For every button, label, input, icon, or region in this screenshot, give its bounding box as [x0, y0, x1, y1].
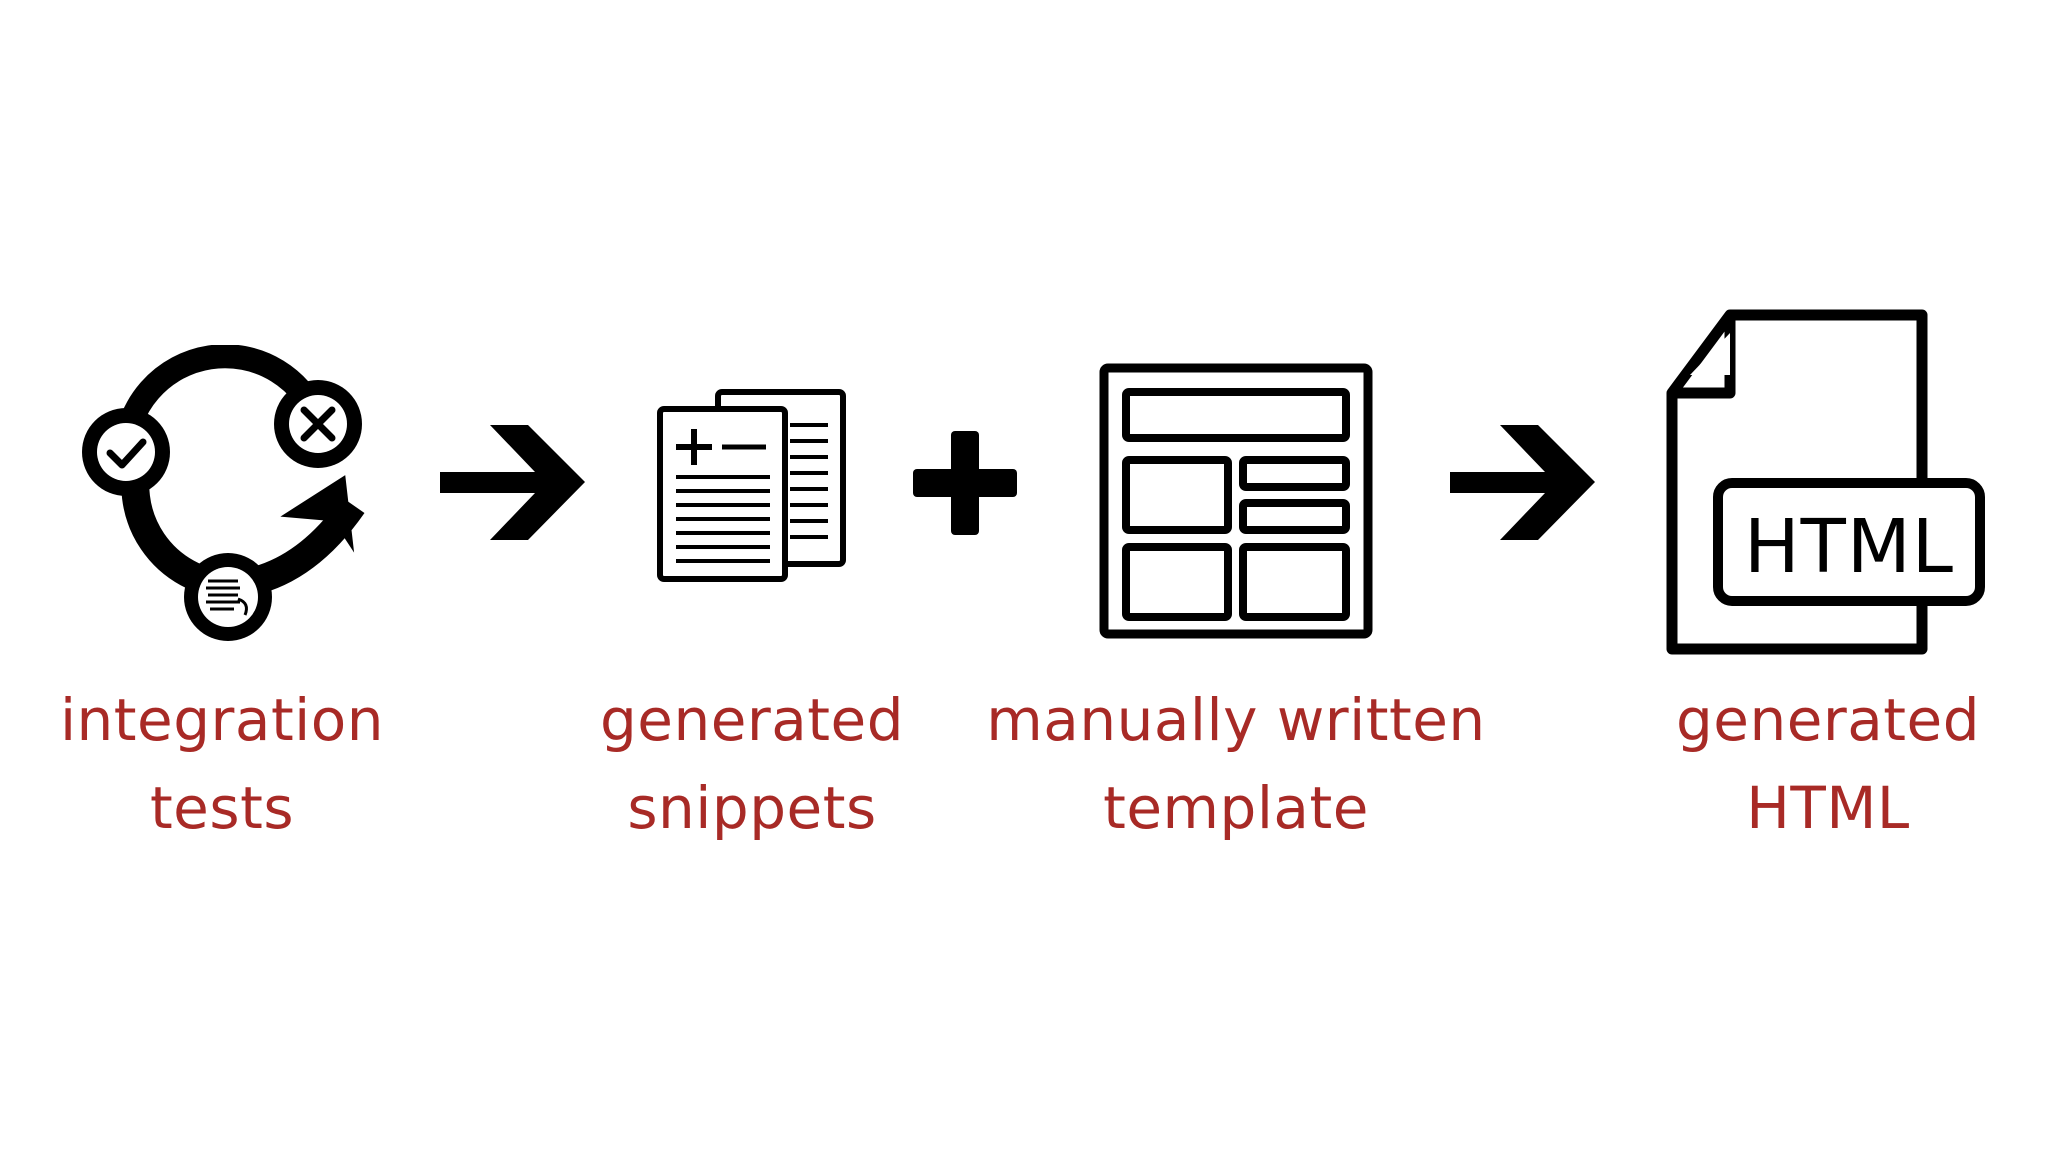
- html-file-icon: [1666, 309, 1985, 655]
- documents-diff-icon: [657, 389, 846, 582]
- caption-line: manually written: [986, 686, 1486, 754]
- caption-integration-tests: integration tests: [0, 676, 502, 852]
- plus-icon: [913, 431, 1017, 535]
- caption-generated-html: generated HTML: [1548, 676, 2048, 852]
- arrow-right-icon: [440, 425, 585, 540]
- arrow-right-icon: [1450, 425, 1595, 540]
- caption-generated-snippets: generated snippets: [472, 676, 1032, 852]
- page-template-icon: [1099, 363, 1373, 639]
- html-badge-text: HTML: [1744, 504, 1954, 590]
- caption-line: snippets: [627, 774, 877, 842]
- caption-line: generated: [599, 686, 905, 754]
- caption-line: HTML: [1746, 774, 1910, 842]
- caption-line: tests: [149, 774, 295, 842]
- caption-manually-written-template: manually written template: [956, 676, 1516, 852]
- caption-line: integration: [59, 686, 385, 754]
- caption-line: template: [1103, 774, 1369, 842]
- caption-line: generated: [1675, 686, 1981, 754]
- test-cycle-icon: [82, 345, 365, 641]
